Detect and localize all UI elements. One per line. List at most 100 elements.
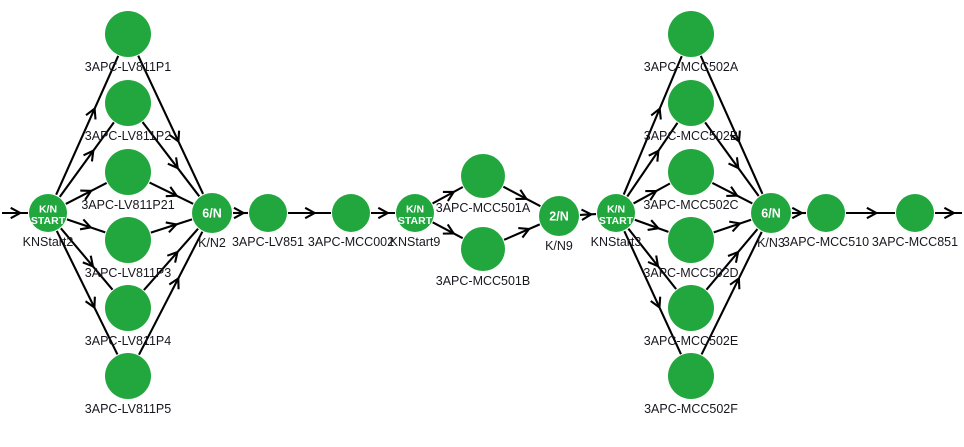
edge-knstart3-to-mcc502c	[633, 182, 671, 205]
node-caption-knstart9: KNStart9	[390, 235, 441, 249]
node-lv851[interactable]	[249, 194, 287, 232]
node-circle-lv811p3[interactable]	[105, 217, 151, 263]
node-circle-lv811p1[interactable]	[105, 11, 151, 57]
node-mcc502c[interactable]	[668, 149, 714, 195]
node-mcc002[interactable]	[332, 194, 370, 232]
node-mcc502f[interactable]	[668, 353, 714, 399]
node-inner-label-knstart9: START	[398, 215, 433, 227]
node-caption-mcc502a: 3APC-MCC502A	[644, 60, 739, 74]
node-circle-mcc502e[interactable]	[668, 285, 714, 331]
edge-layer	[2, 55, 962, 356]
node-caption-lv811p1: 3APC-LV811P1	[85, 60, 171, 74]
edge-lv811p3-to-kn2	[150, 218, 193, 234]
edge-knstart9-to-mcc501b	[432, 221, 464, 240]
node-circle-lv811p5[interactable]	[105, 353, 151, 399]
edge-entry_left-to-knstart2	[2, 206, 28, 220]
edge-knstart2-to-lv811p1	[55, 55, 120, 196]
node-caption-mcc501b: 3APC-MCC501B	[436, 274, 530, 288]
node-lv811p3[interactable]	[105, 217, 151, 263]
node-caption-lv811p5: 3APC-LV811P5	[85, 402, 171, 416]
edge-knstart2-to-lv811p5	[55, 230, 119, 355]
node-mcc502b[interactable]	[668, 80, 714, 126]
node-circle-mcc501a[interactable]	[461, 154, 505, 198]
node-mcc502e[interactable]	[668, 285, 714, 331]
node-lv811p2[interactable]	[105, 80, 151, 126]
node-caption-mcc502f: 3APC-MCC502F	[644, 402, 738, 416]
edge-mcc502f-to-kn3	[700, 231, 763, 355]
edge-mcc510-to-mcc851	[846, 206, 895, 220]
edge-knstart9-to-mcc501a	[432, 186, 464, 205]
edge-knstart3-to-mcc502f	[623, 230, 682, 355]
node-circle-kn2[interactable]	[192, 193, 232, 233]
edge-knstart2-to-lv811p21	[65, 182, 108, 205]
node-circle-lv811p2[interactable]	[105, 80, 151, 126]
node-circle-mcc502d[interactable]	[668, 217, 714, 263]
edge-kn2-to-lv851	[233, 206, 248, 220]
node-circle-mcc510[interactable]	[807, 194, 845, 232]
node-mcc510[interactable]	[807, 194, 845, 232]
node-caption-lv851: 3APC-LV851	[232, 235, 304, 249]
node-caption-mcc510: 3APC-MCC510	[783, 235, 869, 249]
node-mcc501b[interactable]	[461, 227, 505, 271]
node-circle-kn3[interactable]	[751, 193, 791, 233]
node-caption-lv811p21: 3APC-LV811P21	[81, 198, 174, 212]
node-kn2[interactable]: 6/N	[192, 193, 232, 233]
edge-knstart2-to-lv811p4	[60, 227, 114, 291]
node-circle-lv811p4[interactable]	[105, 285, 151, 331]
edge-mcc502d-to-kn3	[713, 218, 752, 234]
node-circle-knstart3[interactable]	[597, 194, 635, 232]
node-caption-mcc502b: 3APC-MCC502B	[644, 129, 738, 143]
edge-mcc502e-to-kn3	[705, 228, 759, 291]
node-caption-mcc002: 3APC-MCC002	[308, 235, 394, 249]
node-kn9[interactable]: 2/N	[539, 196, 579, 236]
node-lv811p21[interactable]	[105, 149, 151, 195]
node-mcc502d[interactable]	[668, 217, 714, 263]
node-circle-mcc851[interactable]	[896, 194, 934, 232]
node-circle-mcc501b[interactable]	[461, 227, 505, 271]
node-mcc851[interactable]	[896, 194, 934, 232]
edge-lv811p4-to-kn2	[143, 228, 199, 291]
node-circle-knstart2[interactable]	[29, 194, 67, 232]
node-mcc501a[interactable]	[461, 154, 505, 198]
node-circle-lv851[interactable]	[249, 194, 287, 232]
node-caption-lv811p2: 3APC-LV811P2	[85, 129, 171, 143]
edge-knstart2-to-lv811p3	[66, 218, 106, 234]
node-lv811p5[interactable]	[105, 353, 151, 399]
node-caption-kn2: K/N2	[198, 236, 226, 250]
node-caption-mcc851: 3APC-MCC851	[872, 235, 958, 249]
edge-knstart2-to-lv811p2	[58, 121, 115, 198]
edge-lv851-to-mcc002	[288, 206, 331, 220]
edge-mcc502c-to-kn3	[711, 182, 753, 205]
edge-lv811p5-to-kn2	[138, 231, 204, 356]
edge-knstart3-to-mcc502e	[627, 228, 677, 290]
edge-mcc502a-to-kn3	[699, 55, 764, 195]
node-caption-kn3: K/N3	[757, 236, 785, 250]
node-inner-label-knstart3: START	[599, 215, 634, 227]
node-circle-mcc502b[interactable]	[668, 80, 714, 126]
node-caption-mcc502e: 3APC-MCC502E	[644, 334, 738, 348]
node-circle-mcc502c[interactable]	[668, 149, 714, 195]
node-circle-knstart9[interactable]	[396, 194, 434, 232]
node-inner-label-knstart9: K/N	[406, 204, 424, 216]
node-caption-knstart2: KNStart2	[23, 235, 74, 249]
node-circle-lv811p21[interactable]	[105, 149, 151, 195]
edge-lv811p2-to-kn2	[141, 121, 201, 197]
node-circle-kn9[interactable]	[539, 196, 579, 236]
node-circle-mcc002[interactable]	[332, 194, 370, 232]
edge-mcc501b-to-kn9	[503, 223, 541, 241]
node-circle-mcc502f[interactable]	[668, 353, 714, 399]
node-inner-label-kn3: 6/N	[761, 207, 780, 221]
edge-mcc002-to-knstart9	[371, 206, 395, 220]
node-mcc502a[interactable]	[668, 11, 714, 57]
edge-knstart3-to-mcc502d	[634, 218, 669, 233]
node-caption-mcc501a: 3APC-MCC501A	[436, 201, 531, 215]
node-lv811p1[interactable]	[105, 11, 151, 57]
node-lv811p4[interactable]	[105, 285, 151, 331]
node-circle-mcc502a[interactable]	[668, 11, 714, 57]
node-kn3[interactable]: 6/N	[751, 193, 791, 233]
